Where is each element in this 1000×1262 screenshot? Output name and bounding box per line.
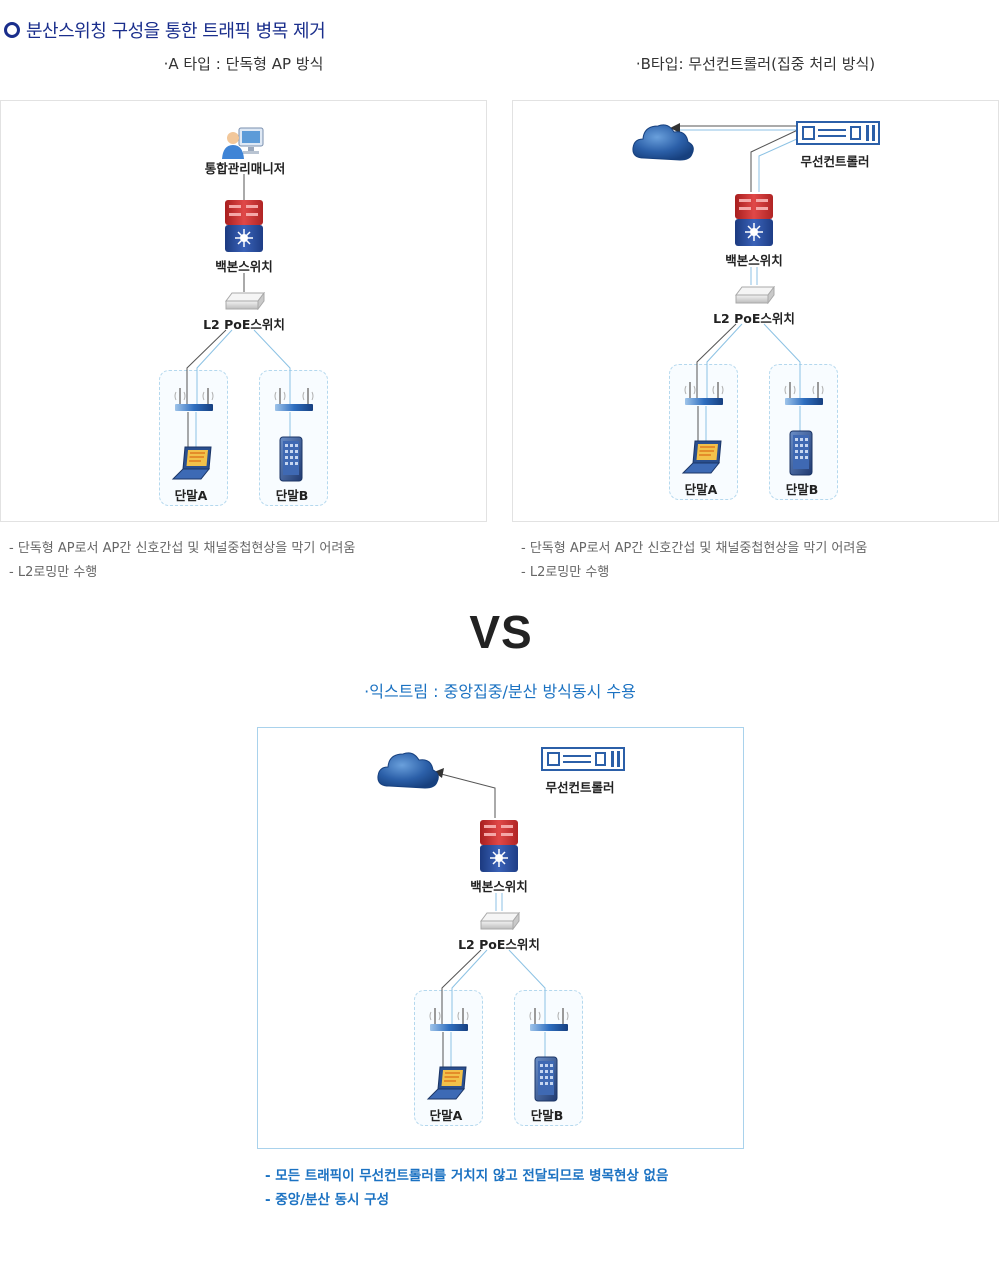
type-b-notes: - 단독형 AP로서 AP간 신호간섭 및 채널중첩현상을 막기 어려움 - L… xyxy=(521,537,867,585)
extreme-group-terminal-a xyxy=(414,990,483,1126)
tablet-icon xyxy=(534,1056,558,1102)
tablet-icon xyxy=(279,436,303,482)
wireless-controller-icon xyxy=(796,121,880,145)
type-a-terminal-b-label: 단말B xyxy=(275,488,309,503)
core-switch-icon xyxy=(735,194,773,246)
extreme-notes: - 모든 트래픽이 무선컨트롤러를 거치지 않고 전달되므로 병목현상 없음 -… xyxy=(265,1164,668,1212)
extreme-note: - 모든 트래픽이 무선컨트롤러를 거치지 않고 전달되므로 병목현상 없음 xyxy=(265,1168,669,1184)
type-b-subtitle: ·B타입: 무선컨트롤러(집중 처리 방식) xyxy=(635,55,876,73)
access-point-icon xyxy=(684,382,724,405)
type-a-terminal-a-label: 단말A xyxy=(174,488,208,503)
laptop-icon xyxy=(426,1066,467,1100)
extreme-terminal-a-label: 단말A xyxy=(429,1108,463,1123)
access-point-icon xyxy=(274,388,314,411)
extreme-backbone-label: 백본스위치 xyxy=(470,879,528,894)
type-a-note: - 단독형 AP로서 AP간 신호간섭 및 채널중첩현상을 막기 어려움 xyxy=(9,541,356,556)
type-a-notes: - 단독형 AP로서 AP간 신호간섭 및 채널중첩현상을 막기 어려움 - L… xyxy=(9,537,355,585)
type-a-manager-label: 통합관리매니저 xyxy=(204,161,286,176)
type-b-backbone-label: 백본스위치 xyxy=(725,253,783,268)
l2-switch-icon xyxy=(480,912,520,930)
l2-switch-icon xyxy=(225,292,265,310)
cloud-icon xyxy=(377,752,439,789)
extreme-note: - 중앙/분산 동시 구성 xyxy=(265,1192,389,1208)
type-b-note: - 단독형 AP로서 AP간 신호간섭 및 채널중첩현상을 막기 어려움 xyxy=(521,541,868,556)
core-switch-icon xyxy=(225,200,263,252)
access-point-icon xyxy=(784,382,824,405)
versus-text: VS xyxy=(469,606,533,658)
cloud-icon xyxy=(632,124,694,161)
extreme-panel xyxy=(257,727,744,1149)
computer-user-icon xyxy=(222,127,264,159)
type-b-terminal-b-label: 단말B xyxy=(785,482,819,497)
type-b-note: - L2로밍만 수행 xyxy=(521,565,610,580)
extreme-l2switch-label: L2 PoE스위치 xyxy=(458,937,540,952)
extreme-subtitle: ·익스트림 : 중앙집중/분산 방식동시 수용 xyxy=(364,682,636,701)
core-switch-icon xyxy=(480,820,518,872)
type-b-controller-label: 무선컨트롤러 xyxy=(800,154,870,169)
l2-switch-icon xyxy=(735,286,775,304)
type-b-group-terminal-a xyxy=(669,364,738,500)
access-point-icon xyxy=(429,1008,469,1031)
laptop-icon xyxy=(171,446,212,480)
type-b-panel xyxy=(512,100,999,522)
type-a-subtitle: ·A 타입 : 단독형 AP 방식 xyxy=(163,55,324,73)
circle-bullet-icon xyxy=(4,22,20,38)
section-title: 분산스위칭 구성을 통한 트래픽 병목 제거 xyxy=(4,17,326,43)
laptop-icon xyxy=(681,440,722,474)
type-b-l2switch-label: L2 PoE스위치 xyxy=(713,311,795,326)
access-point-icon xyxy=(174,388,214,411)
type-b-terminal-a-label: 단말A xyxy=(684,482,718,497)
extreme-controller-label: 무선컨트롤러 xyxy=(545,780,615,795)
type-a-note: - L2로밍만 수행 xyxy=(9,565,98,580)
section-title-text: 분산스위칭 구성을 통한 트래픽 병목 제거 xyxy=(26,21,326,42)
type-a-l2switch-label: L2 PoE스위치 xyxy=(203,317,285,332)
wireless-controller-icon xyxy=(541,747,625,771)
type-a-panel xyxy=(0,100,487,522)
type-a-backbone-label: 백본스위치 xyxy=(215,259,273,274)
type-a-group-terminal-a xyxy=(159,370,228,506)
access-point-icon xyxy=(529,1008,569,1031)
extreme-terminal-b-label: 단말B xyxy=(530,1108,564,1123)
tablet-icon xyxy=(789,430,813,476)
